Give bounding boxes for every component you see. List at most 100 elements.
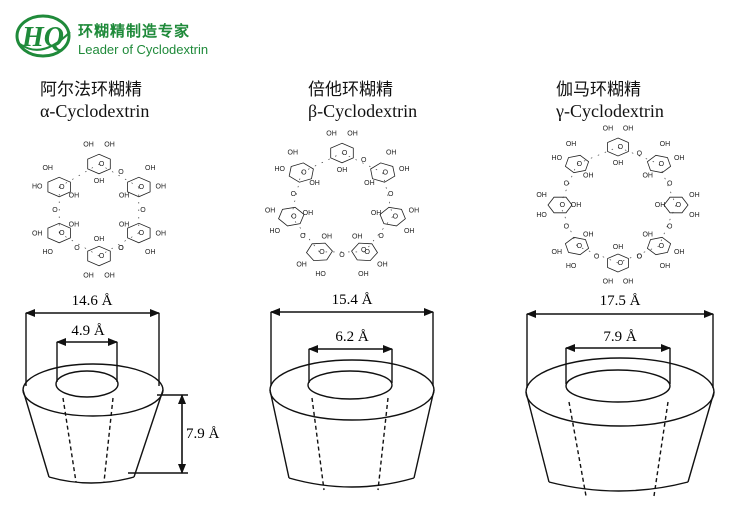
beta-title-cn: 倍他环糊精 (308, 80, 393, 100)
gamma-title: 伽马环糊精 γ-Cyclodextrin (556, 80, 664, 122)
gamma-bridge-oxygen: O (564, 181, 570, 188)
gamma-hydroxyl-label: OH (689, 212, 700, 219)
beta-glycosidic-bond (291, 172, 302, 217)
gamma-ring-oxygen: O (659, 243, 665, 250)
gamma-ring-oxygen: O (577, 243, 583, 250)
beta-hydroxyl-label: OH (409, 208, 420, 215)
beta-inner-diameter-label: 6.2 Å (335, 329, 369, 345)
logo-tagline-cn: 环糊精制造专家 (78, 22, 191, 40)
beta-ring-oxygen: O (342, 150, 348, 157)
alpha-glucose-ring (47, 222, 71, 244)
alpha-glucose-ring (87, 153, 111, 175)
gamma-ring-oxygen: O (618, 260, 624, 267)
beta-bridge-oxygen: O (300, 233, 306, 240)
beta-bridge-oxygen: O (378, 233, 384, 240)
alpha-hydroxyl-label: OH (145, 165, 156, 172)
beta-glucose-ring (305, 242, 333, 262)
beta-hydroxyl-label: HO (315, 271, 326, 278)
gamma-outer-diameter-label: 17.5 Å (600, 293, 641, 309)
gamma-bridge-oxygen: O (667, 181, 673, 188)
alpha-glucose-ring (127, 222, 151, 244)
beta-hydroxyl-label: OH (399, 166, 410, 173)
gamma-hydroxyl-label: OH (603, 278, 614, 285)
gamma-hydroxyl-label: OH (583, 232, 594, 239)
beta-cone-shape (269, 312, 435, 491)
beta-hydroxyl-label: OH (296, 262, 307, 269)
alpha-hydroxyl-label: OH (119, 222, 130, 229)
alpha-glycosidic-bond (98, 163, 139, 188)
gamma-glucose-ring (564, 236, 590, 256)
alpha-hydroxyl-label: OH (83, 142, 94, 149)
alpha-glucose-ring (87, 245, 111, 267)
alpha-title-en: α-Cyclodextrin (40, 101, 150, 121)
gamma-hydroxyl-label: OH (623, 126, 634, 133)
beta-glucose-ring (278, 206, 305, 227)
alpha-ring-oxygen: O (59, 184, 65, 191)
gamma-title-en: γ-Cyclodextrin (556, 101, 664, 121)
gamma-ring-oxygen: O (676, 202, 682, 209)
gamma-hydroxyl-label: OH (613, 244, 624, 251)
gamma-hydroxyl-label: OH (623, 278, 634, 285)
alpha-bridge-oxygen: O (118, 169, 124, 176)
alpha-glycosidic-bond (98, 232, 139, 257)
gamma-hydroxyl-label: OH (613, 160, 624, 167)
beta-bridge-oxygen: O (361, 247, 367, 254)
gamma-hydroxyl-label: OH (642, 172, 653, 179)
beta-ring-oxygen: O (383, 170, 389, 177)
gamma-bridge-oxygen: O (564, 223, 570, 230)
beta-hydroxyl-label: OH (352, 234, 363, 241)
company-logo: HQ 环糊精制造专家 Leader of Cyclodextrin (14, 8, 244, 62)
gamma-hydroxyl-label: HO (552, 155, 563, 162)
beta-glucose-ring (288, 162, 314, 183)
alpha-height-label: 7.9 Å (186, 426, 220, 442)
gamma-glucose-ring (607, 137, 629, 157)
gamma-hydroxyl-label: OH (642, 232, 653, 239)
logo-tagline-en: Leader of Cyclodextrin (78, 42, 209, 57)
alpha-hydroxyl-label: OH (83, 272, 94, 279)
alpha-bridge-oxygen: O (52, 207, 58, 214)
beta-bridge-oxygen: O (291, 191, 297, 198)
alpha-hydroxyl-label: OH (42, 165, 53, 172)
logo-monogram-icon: HQ (15, 14, 71, 58)
beta-ring-oxygen: O (291, 214, 297, 221)
beta-hydroxyl-label: OH (322, 234, 333, 241)
alpha-bridge-oxygen: O (74, 245, 80, 252)
alpha-hydroxyl-label: OH (104, 272, 115, 279)
gamma-glucose-ring (663, 196, 689, 214)
gamma-ring-oxygen: O (618, 144, 624, 151)
gamma-bridge-oxygen: O (637, 254, 643, 261)
gamma-ring-oxygen: O (577, 161, 583, 168)
gamma-hydroxyl-label: OH (536, 192, 547, 199)
alpha-title: 阿尔法环糊精 α-Cyclodextrin (40, 80, 149, 122)
beta-ring-oxygen: O (364, 249, 370, 256)
gamma-glucose-ring (646, 154, 672, 174)
beta-hydroxyl-label: OH (326, 131, 337, 138)
gamma-bridge-oxygen: O (667, 223, 673, 230)
beta-glycosidic-bond (382, 172, 393, 217)
alpha-ring-oxygen: O (99, 253, 105, 260)
gamma-hydroxyl-label: OH (583, 172, 594, 179)
beta-ring-oxygen: O (301, 170, 307, 177)
alpha-inner-diameter-label: 4.9 Å (71, 323, 105, 339)
beta-hydroxyl-label: OH (386, 149, 397, 156)
beta-hydroxyl-label: OH (377, 262, 388, 269)
alpha-hydroxyl-label: OH (104, 142, 115, 149)
beta-hydroxyl-label: OH (288, 149, 299, 156)
gamma-glucose-ring (607, 253, 629, 273)
gamma-inner-diameter-label: 7.9 Å (603, 329, 637, 345)
alpha-ring-oxygen: O (139, 230, 145, 237)
alpha-hydroxyl-label: OH (145, 249, 156, 256)
alpha-hydroxyl-label: HO (42, 249, 53, 256)
alpha-cone-shape (22, 313, 188, 484)
gamma-bridge-oxygen: O (594, 254, 600, 261)
gamma-hydroxyl-label: OH (660, 263, 671, 270)
gamma-ring-oxygen: O (560, 202, 566, 209)
beta-hydroxyl-label: OH (309, 180, 320, 187)
alpha-hydroxyl-label: HO (32, 184, 43, 191)
gamma-ring-oxygen: O (659, 161, 665, 168)
gamma-hydroxyl-label: OH (571, 202, 582, 209)
alpha-glycosidic-bond (59, 232, 100, 257)
alpha-hydroxyl-label: OH (156, 231, 167, 238)
gamma-hydroxyl-label: OH (655, 202, 666, 209)
